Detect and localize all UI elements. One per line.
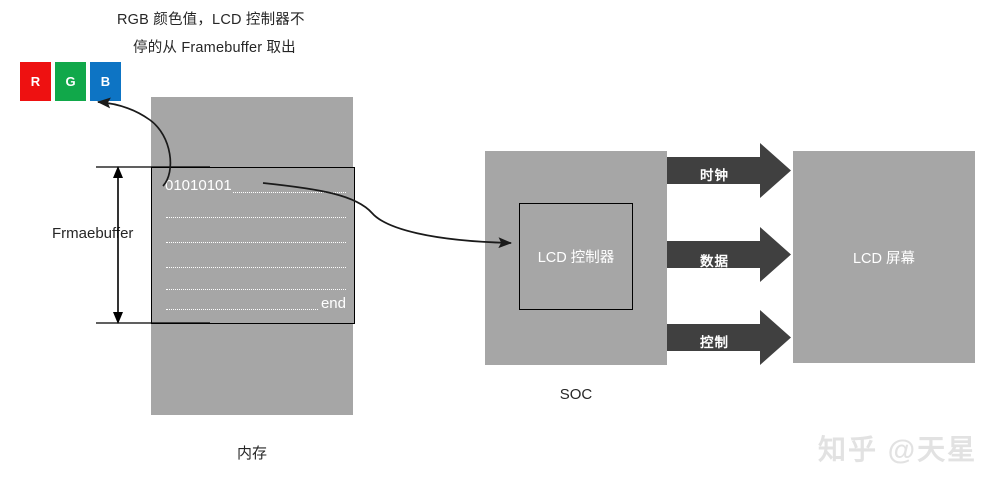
- signal-label-clock: 时钟: [700, 168, 729, 183]
- framebuffer-row-1: [166, 192, 346, 193]
- framebuffer-dimension-label: Frmaebuffer: [52, 225, 134, 242]
- lcd-screen-block: LCD 屏幕: [793, 151, 975, 363]
- watermark: 知乎 @天星: [818, 434, 978, 465]
- soc-label: SOC: [559, 386, 593, 403]
- memory-label: 内存: [236, 445, 267, 462]
- annotation-line-2: 停的从 Framebuffer 取出: [133, 40, 296, 56]
- signal-label-data: 数据: [700, 254, 729, 269]
- framebuffer-row-3: [166, 242, 346, 243]
- framebuffer-end-text: end: [318, 295, 346, 312]
- rgb-swatch-red: R: [20, 62, 51, 101]
- annotation-line-1: RGB 颜色值，LCD 控制器不: [117, 12, 305, 28]
- framebuffer-row-4: [166, 267, 346, 268]
- rgb-swatch-group: R G B: [20, 62, 121, 101]
- lcd-controller-block: LCD 控制器: [519, 203, 633, 310]
- framebuffer-row-2: [166, 217, 346, 218]
- framebuffer-region: 01010101 end: [151, 167, 355, 324]
- rgb-swatch-green: G: [55, 62, 86, 101]
- signal-arrow-control: [667, 310, 791, 365]
- signal-arrow-data: [667, 227, 791, 282]
- framebuffer-row-5: [166, 289, 346, 290]
- signal-arrow-clock: [667, 143, 791, 198]
- framebuffer-start-text: 01010101: [165, 177, 233, 194]
- framebuffer-row-6: [166, 309, 346, 310]
- signal-label-control: 控制: [700, 335, 729, 350]
- rgb-swatch-blue: B: [90, 62, 121, 101]
